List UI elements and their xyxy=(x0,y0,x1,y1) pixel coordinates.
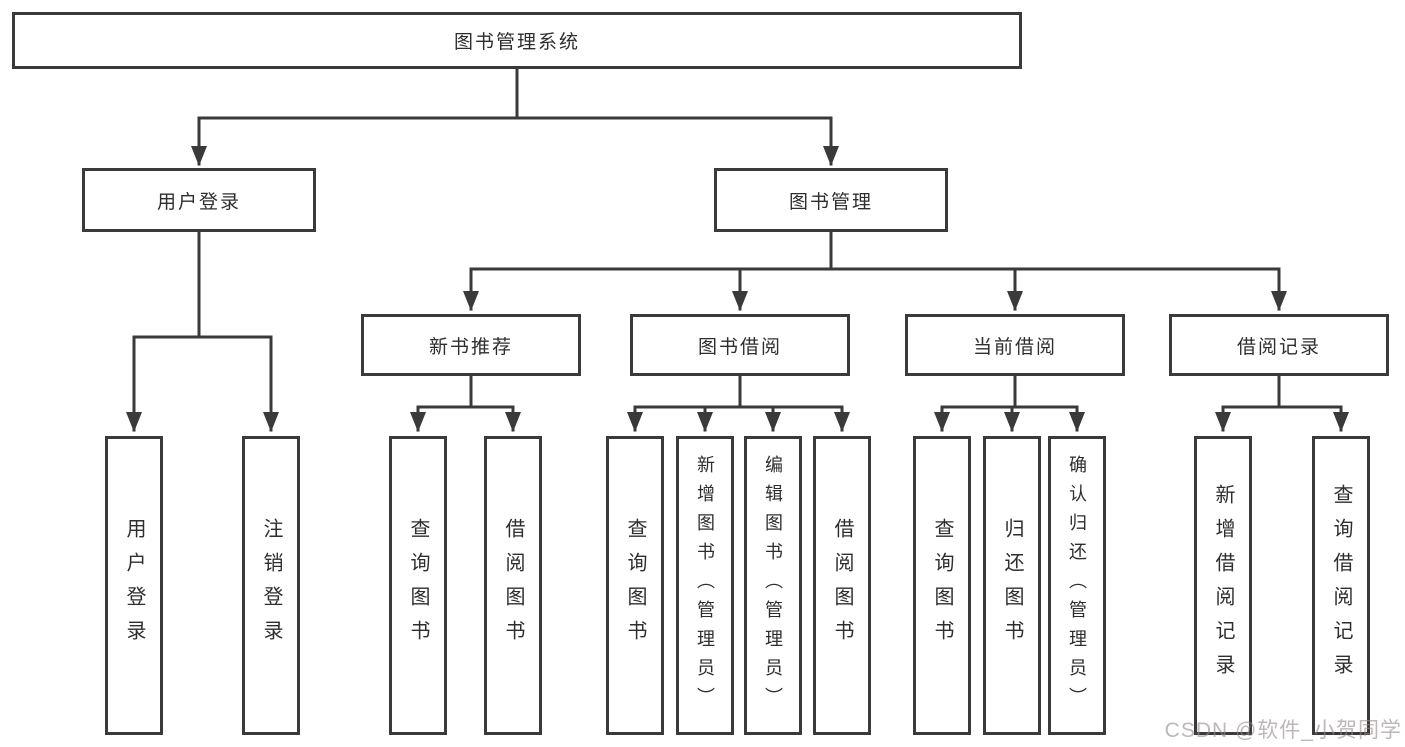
node-label: 借阅图书 xyxy=(831,517,853,654)
leaf-bb-borrow-books: 借阅图书 xyxy=(813,436,871,735)
node-label: 归还图书 xyxy=(1001,517,1023,654)
node-label: 借阅图书 xyxy=(502,517,524,654)
node-book-management: 图书管理 xyxy=(714,168,948,232)
leaf-br-add-record: 新增借阅记录 xyxy=(1194,436,1252,735)
leaf-br-query-record: 查询借阅记录 xyxy=(1312,436,1370,735)
node-label: 注销登录 xyxy=(260,517,282,654)
leaf-nb-query-books: 查询图书 xyxy=(389,436,447,735)
leaf-bb-query-books: 查询图书 xyxy=(606,436,664,735)
node-label: 新增借阅记录 xyxy=(1212,483,1234,688)
node-label: 用户登录 xyxy=(156,191,241,213)
node-new-book-recommend: 新书推荐 xyxy=(361,314,581,376)
node-label: 用户登录 xyxy=(123,517,145,654)
watermark: CSDN @软件_小贺同学 xyxy=(1164,719,1402,742)
node-current-borrowing: 当前借阅 xyxy=(905,314,1125,376)
leaf-bb-edit-books-admin: 编辑图书（管理员） xyxy=(744,436,802,735)
node-label: 新增图书（管理员） xyxy=(695,455,715,716)
node-label: 图书管理 xyxy=(788,191,873,213)
node-borrow-records: 借阅记录 xyxy=(1169,314,1389,376)
node-library-system: 图书管理系统 xyxy=(12,12,1022,69)
node-label: 查询图书 xyxy=(407,517,429,654)
node-book-borrowing: 图书借阅 xyxy=(630,314,850,376)
leaf-cb-return-books: 归还图书 xyxy=(983,436,1041,735)
leaf-user-login: 用户登录 xyxy=(105,436,163,735)
leaf-nb-borrow-books: 借阅图书 xyxy=(484,436,542,735)
node-label: 当前借阅 xyxy=(972,336,1057,358)
node-user-login: 用户登录 xyxy=(82,168,316,232)
node-label: 确认归还（管理员） xyxy=(1067,455,1087,716)
node-label: 查询借阅记录 xyxy=(1330,483,1352,688)
leaf-cb-query-books: 查询图书 xyxy=(913,436,971,735)
node-label: 查询图书 xyxy=(931,517,953,654)
leaf-cb-confirm-return-admin: 确认归还（管理员） xyxy=(1048,436,1106,735)
node-label: 查询图书 xyxy=(624,517,646,654)
leaf-logout: 注销登录 xyxy=(242,436,300,735)
node-label: 编辑图书（管理员） xyxy=(763,455,783,716)
leaf-bb-add-books-admin: 新增图书（管理员） xyxy=(676,436,734,735)
node-label: 借阅记录 xyxy=(1236,336,1321,358)
node-label: 图书管理系统 xyxy=(453,32,580,53)
node-label: 新书推荐 xyxy=(428,336,513,358)
node-label: 图书借阅 xyxy=(697,336,782,358)
